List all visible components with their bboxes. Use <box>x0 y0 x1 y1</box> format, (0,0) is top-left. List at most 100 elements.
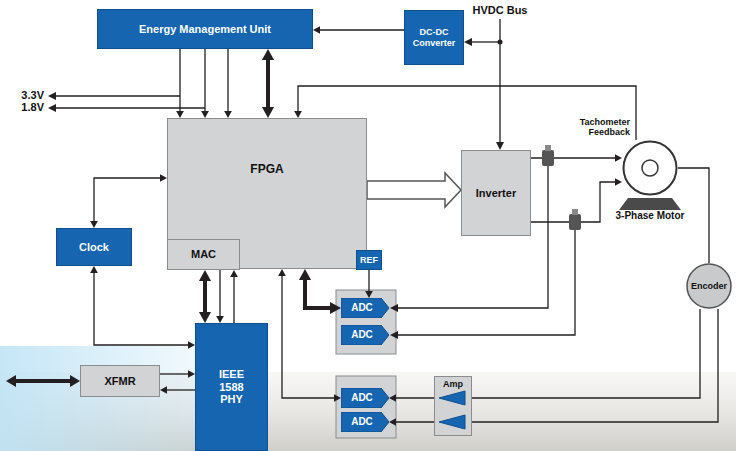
connector-line <box>204 49 205 112</box>
diagram-label: 3.3V <box>8 89 44 102</box>
connector <box>160 370 195 378</box>
motor-shaft <box>642 160 658 176</box>
motor-circle-outline <box>622 140 678 196</box>
adc-pentagon <box>341 388 389 408</box>
arrow-head <box>390 304 398 312</box>
adc-group-box <box>336 376 396 438</box>
motor-ring <box>624 142 677 195</box>
arrow-head <box>294 111 302 118</box>
connector-line <box>166 389 195 390</box>
adc-pentagon <box>341 412 389 432</box>
current-sensor <box>569 214 581 230</box>
connector <box>365 270 373 298</box>
adc-pentagon <box>341 325 389 345</box>
ref-box: REF <box>356 250 382 270</box>
node-text: Amp <box>443 379 463 389</box>
adc-block: ADC <box>341 325 389 345</box>
connector-line <box>266 59 270 108</box>
arrow-head <box>615 154 622 162</box>
node-text: ADC <box>351 392 373 404</box>
supply-wire <box>56 95 180 96</box>
node-text: FPGA <box>250 163 283 177</box>
connector <box>224 49 232 118</box>
connector <box>278 269 341 402</box>
connector-line <box>305 279 331 308</box>
connector-line <box>179 49 180 112</box>
encoder-circle: Encoder <box>686 263 732 309</box>
arrow-head <box>615 178 622 186</box>
connector-line <box>203 280 207 313</box>
network-bus <box>16 379 70 383</box>
node-text: REF <box>360 255 378 265</box>
connector <box>90 266 195 349</box>
node-text: Energy Management Unit <box>139 23 271 36</box>
diagram-label: 1.8V <box>8 101 44 114</box>
connector <box>230 270 238 323</box>
junction-dot <box>498 40 503 45</box>
connector <box>299 269 341 314</box>
hvdc-wire <box>472 41 500 42</box>
connector <box>216 270 224 323</box>
adc-block: ADC <box>341 298 389 318</box>
hvdc-wire <box>499 19 500 142</box>
connector-line <box>94 272 189 345</box>
arrow-head <box>278 269 286 276</box>
arrow-head <box>199 270 211 281</box>
arrow-head <box>199 312 211 323</box>
adc-group-box <box>336 290 396 354</box>
arrow-head <box>365 291 373 298</box>
connector <box>389 418 434 426</box>
node-text: XFMR <box>104 375 135 388</box>
connector <box>367 173 461 207</box>
arrow-head <box>160 386 167 394</box>
current-sensor-clip <box>572 209 578 215</box>
connector-line <box>233 276 234 323</box>
arrow-head <box>389 418 396 426</box>
arrow-head <box>262 49 274 60</box>
connector <box>201 49 209 118</box>
node-text: ADC <box>351 329 373 341</box>
node-text: IEEE 1588 PHY <box>210 368 254 406</box>
connector <box>389 394 434 402</box>
node-text: Clock <box>79 241 109 254</box>
connector <box>262 49 274 118</box>
connector <box>472 309 718 422</box>
connector-line <box>319 29 404 30</box>
arrow-head <box>313 26 320 34</box>
supply-wire <box>56 107 205 108</box>
arrow-head <box>176 111 184 118</box>
arrow-head <box>201 111 209 118</box>
diagram-label: Tachometer Feedback <box>550 117 630 138</box>
transformer-box: XFMR <box>80 365 160 397</box>
connector <box>160 386 195 394</box>
current-sensor-clip <box>545 145 551 151</box>
connector <box>90 174 167 228</box>
arrow-head <box>70 375 80 387</box>
encoder-ring <box>687 264 731 308</box>
amplifier-triangle <box>439 391 465 405</box>
arrow-head <box>389 394 396 402</box>
adc-block: ADC <box>341 388 389 408</box>
node-text: Inverter <box>476 187 516 200</box>
diagram-label: HVDC Bus <box>466 4 534 17</box>
arrow-head <box>216 316 224 323</box>
node-text: ADC <box>351 302 373 314</box>
connector-line <box>94 178 161 222</box>
adc-pentagon <box>341 298 389 318</box>
connector <box>176 49 184 118</box>
arrow-head <box>90 266 98 273</box>
connector-line <box>282 275 335 398</box>
mac-box: MAC <box>167 239 240 270</box>
clock-box: Clock <box>56 228 132 266</box>
connector <box>199 270 211 323</box>
arrow-head <box>262 107 274 118</box>
amplifier-triangle <box>439 415 465 429</box>
connector-line <box>227 49 228 112</box>
current-sensor <box>542 150 554 166</box>
connector-line <box>395 421 434 422</box>
arrow-head <box>390 331 398 339</box>
node-text: MAC <box>191 248 216 261</box>
connector-line <box>472 309 700 398</box>
connector-line <box>395 397 434 398</box>
node-text: Encoder <box>691 281 727 291</box>
